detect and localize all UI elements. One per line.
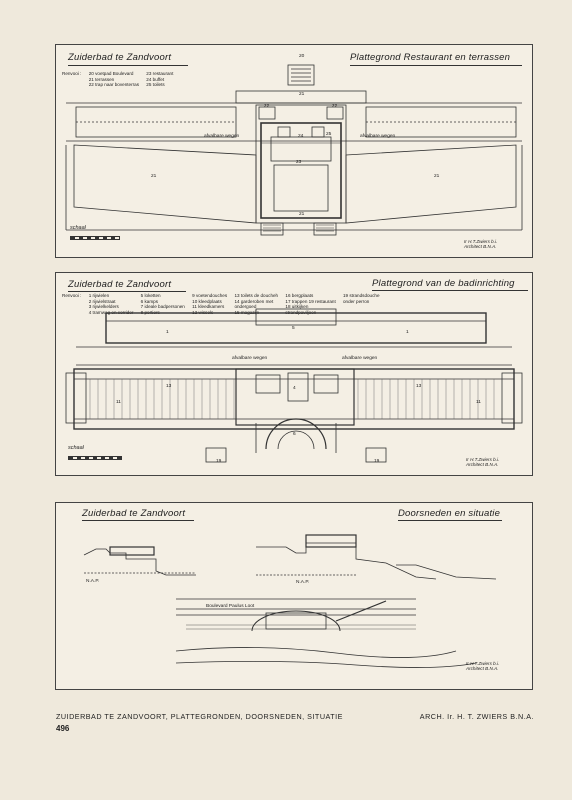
plan-num-4: 4	[293, 385, 296, 391]
label-22-left: 22	[264, 103, 270, 109]
label-20: 20	[299, 53, 305, 59]
legend-entry: 13 toilets de doucheh	[234, 293, 279, 298]
legend-entry: ondergoed	[234, 304, 257, 310]
plan-num-11b: 11	[476, 399, 481, 405]
legend-entry: 18 uitkijken	[285, 304, 309, 310]
caption-left: ZUIDERBAD TE ZANDVOORT, PLATTEGRONDEN, D…	[56, 712, 343, 721]
legend-entry: 24 buffet	[146, 76, 165, 82]
panel2-signature: Ir H.T.Zwiers b.i. Architect B.N.A.	[466, 457, 499, 467]
legend-entry: 1 rijwielen	[88, 293, 110, 298]
title-underline	[350, 65, 522, 66]
plan-num-13b: 13	[416, 383, 422, 389]
panel3-title-right: Doorsneden en situatie	[398, 508, 501, 519]
panel2-title-right: Plattegrond van de badinrichting	[372, 278, 515, 289]
legend-entry: 6 kamps	[140, 298, 159, 304]
panel1-signature: Ir H.T.Zwiers b.i. Architect B.N.A.	[464, 239, 497, 249]
plan-num-1b: 1	[406, 329, 409, 335]
legend-entry: 21 terrassen	[88, 76, 115, 82]
plan-restaurant-panel: Zuiderbad te Zandvoort Plattegrond Resta…	[55, 44, 533, 258]
nap-label-2: N.A.P.	[296, 579, 309, 585]
label-21-top: 21	[299, 91, 305, 97]
page-number: 496	[56, 724, 70, 733]
legend-label: Renvooi :	[62, 71, 82, 76]
signature-line: Ir H.T.Zwiers b.i.	[466, 661, 500, 666]
legend-label: Renvooi :	[62, 293, 82, 298]
road-label-right: afvalbare wegen	[360, 133, 396, 139]
plan-num-5: 5	[292, 325, 295, 331]
panel2-scale-label: schaal	[68, 445, 84, 451]
label-23: 23	[296, 159, 302, 165]
label-21-left: 21	[151, 173, 157, 179]
plan-num-1: 1	[166, 329, 169, 335]
panel3-signature: Ir H.T.Zwiers b.i. Architect B.N.A.	[466, 661, 499, 671]
label-24: 24	[298, 133, 304, 139]
legend-entry: 23 restaurant	[146, 71, 174, 76]
title-underline	[82, 520, 194, 521]
legend-entry: 22 trap naar boventerras	[88, 82, 140, 88]
signature-line: Architect B.N.A.	[466, 666, 499, 672]
boulevard-label: Boulevard Paulus Loot	[206, 603, 255, 609]
label-25: 25	[326, 131, 332, 137]
legend-entry: 9 voetendouches	[192, 293, 228, 298]
plan-num-6: 6	[293, 431, 296, 437]
sections-situation-panel: Zuiderbad te Zandvoort Doorsneden en sit…	[55, 502, 533, 690]
legend-entry: 14 garderoben met	[234, 298, 274, 304]
plan-num-19b: 19	[374, 458, 380, 464]
panel2-legend: Renvooi : 1 rijwielen 2 rijwielstraat 3 …	[62, 293, 386, 315]
signature-line: Ir H.T.Zwiers b.i.	[466, 457, 500, 462]
scale-bar	[68, 456, 122, 460]
sections-drawing: N.A.P. N.A.P. Boulevard Paulus Loot	[83, 534, 497, 668]
legend-entry: 16 bergplaats	[285, 293, 314, 298]
plan-badinrichting-panel: Zuiderbad te Zandvoort Plattegrond van d…	[55, 272, 533, 476]
legend-entry: 8 portiers	[140, 309, 160, 315]
legend-entry: 7 ideale badpersonen	[140, 304, 185, 310]
legend-entry: 3 rijwielkelders	[88, 304, 119, 310]
nap-label-1: N.A.P.	[86, 578, 99, 584]
legend-entry: 15 magazijn	[234, 309, 260, 315]
label-22-right: 22	[332, 103, 338, 109]
label-21-right: 21	[434, 173, 440, 179]
caption-right: ARCH. Ir. H. T. ZWIERS B.N.A.	[419, 712, 534, 721]
road-label-left: afvalbare wegen	[232, 355, 268, 361]
bath-floor-plan: 1 1 5 4 6 13 13 11 11 19 19 afvalbare we…	[65, 308, 523, 464]
title-underline	[372, 290, 528, 291]
road-label-right: afvalbare wegen	[342, 355, 378, 361]
panel2-title-left: Zuiderbad te Zandvoort	[68, 279, 172, 290]
legend-entry: 2 rijwielstraat	[88, 298, 116, 304]
legend-entry: 20 voetpad Boulevard	[88, 71, 134, 76]
scale-bar	[70, 236, 120, 240]
legend-entry: 4 tramwag en corridor	[88, 309, 134, 315]
signature-line: Architect B.N.A.	[466, 462, 499, 468]
plan-num-11: 11	[116, 399, 121, 405]
legend-entry: 5 loketten	[140, 293, 161, 298]
signature-line: Ir H.T.Zwiers b.i.	[464, 239, 498, 244]
title-underline	[68, 291, 186, 292]
legend-entry: 12 wissels	[192, 309, 214, 315]
restaurant-floor-plan: 20 21 22 22 24 23 25 21 21 21 afvalbare …	[65, 53, 523, 236]
plan-num-13: 13	[166, 383, 172, 389]
panel1-legend: Renvooi : 20 voetpad Boulevard 21 terras…	[62, 71, 179, 88]
legend-entry: 17 trappen 19 restaurant	[285, 298, 336, 304]
signature-line: Architect B.N.A.	[464, 244, 497, 250]
legend-entry: 19 strandsdouche	[343, 293, 380, 298]
legend-entry: 11 kleedkamers	[192, 304, 225, 310]
panel1-title-left: Zuiderbad te Zandvoort	[68, 52, 172, 63]
title-underline	[398, 520, 502, 521]
panel1-scale-label: schaal	[70, 225, 86, 231]
plan-num-19: 19	[216, 458, 222, 464]
legend-entry: 25 toilets	[146, 82, 165, 88]
road-label-left: afvalbare wegen	[204, 133, 240, 139]
legend-entry: onder perron	[343, 298, 370, 304]
legend-entry: strandpaviljoen	[285, 309, 317, 315]
legend-entry: 10 kleedplaats	[192, 298, 222, 304]
panel1-title-right: Plattegrond Restaurant en terrassen	[350, 52, 511, 63]
title-underline	[68, 65, 188, 66]
label-21-bottom: 21	[299, 211, 305, 217]
panel3-title-left: Zuiderbad te Zandvoort	[82, 508, 186, 519]
